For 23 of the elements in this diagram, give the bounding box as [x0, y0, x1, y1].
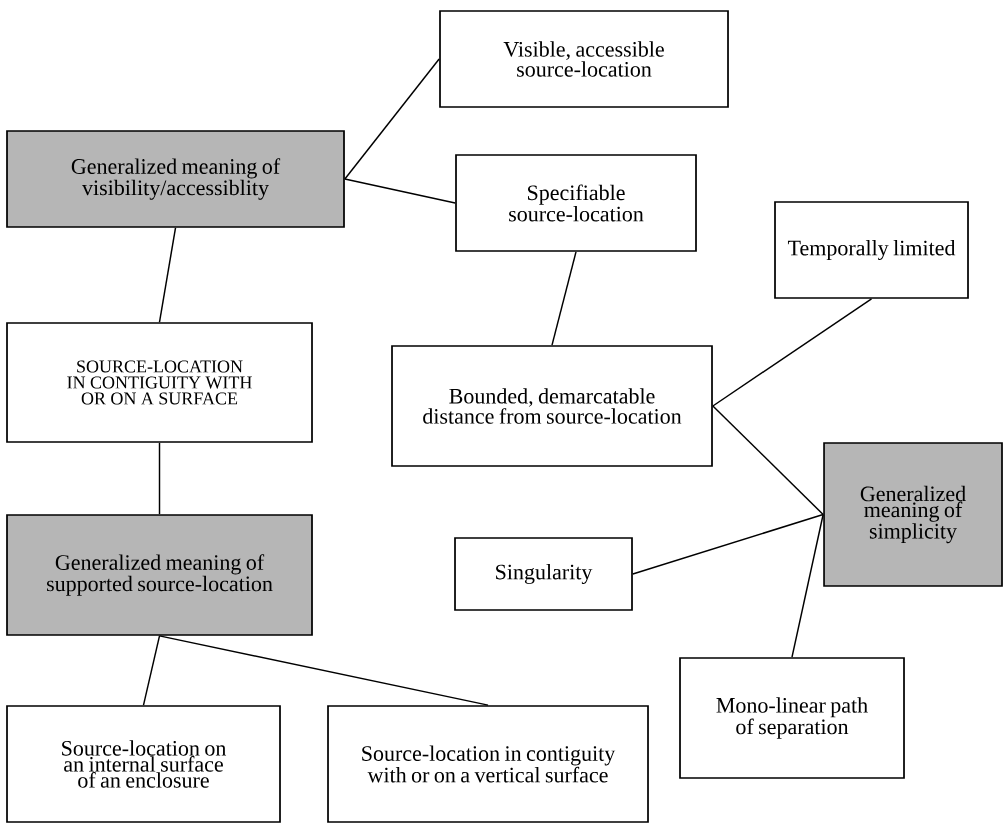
connector-line — [142, 635, 161, 706]
connector-line — [632, 513, 824, 575]
connector-line — [712, 405, 824, 516]
concept-box: Generalized meaning of visibility/accessiblity — [6, 130, 345, 228]
concept-box: Source-location on an internal surface of an enclosure — [6, 705, 281, 823]
concept-box: Bounded, demarcatable distance from source-location — [391, 345, 713, 467]
concept-box: Temporally limited — [774, 201, 969, 299]
connector-line — [158, 442, 161, 515]
concept-box: Mono-linear path of separation — [679, 657, 905, 779]
concept-box: Specifiable source-location — [455, 154, 697, 252]
concept-box: Visible, accessible source-location — [439, 10, 729, 108]
connector-line — [551, 251, 577, 346]
connector-line — [712, 298, 873, 407]
connector-line — [158, 635, 489, 706]
concept-box: Singularity — [454, 537, 633, 611]
connector-line — [344, 58, 440, 180]
concept-box: Source-location in contiguity with or on a vertical surface — [327, 705, 649, 823]
concept-box: Generalized meaning of supported source-location — [6, 514, 313, 636]
concept-box: Generalized meaning of simplicity — [823, 442, 1003, 587]
connector-line — [344, 178, 456, 204]
concept-box: SOURCE-LOCATION IN CONTIGUITY WITH OR ON A SURFACE — [6, 322, 313, 443]
connector-line — [791, 513, 824, 658]
connector-line — [158, 227, 177, 323]
